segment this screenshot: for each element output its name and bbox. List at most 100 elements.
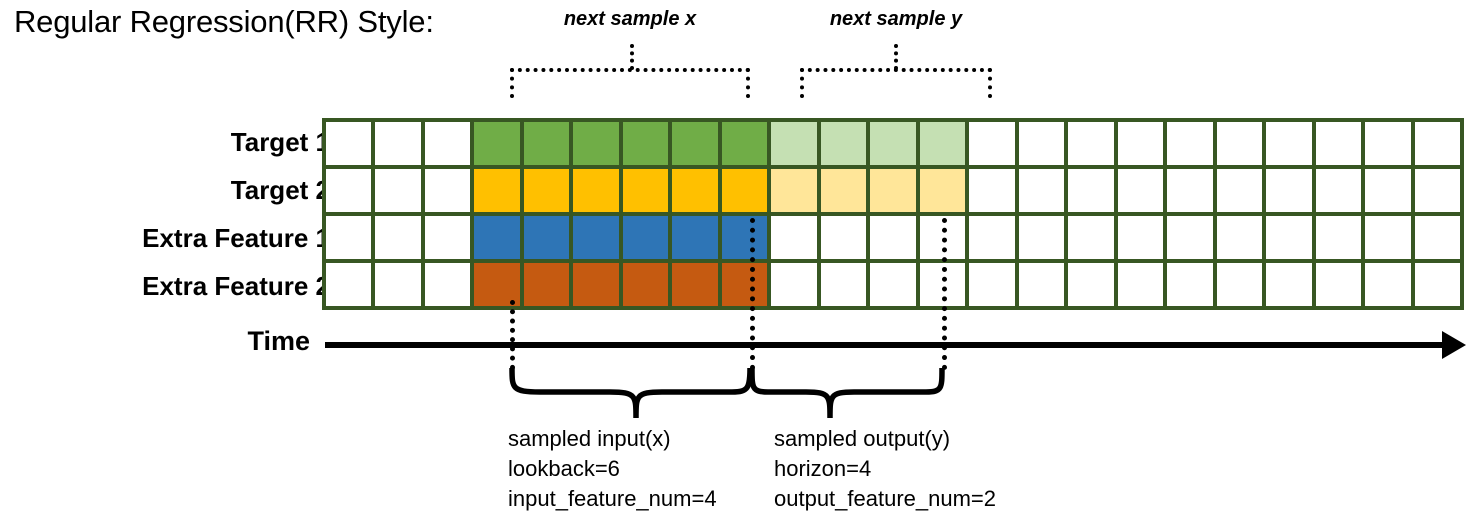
grid-cell-empty: [1266, 169, 1312, 212]
grid-cell-input: [573, 122, 619, 165]
grid-cell-empty: [1216, 216, 1263, 259]
grid-cell-input: [573, 169, 619, 212]
grid-cell-input: [523, 122, 570, 165]
grid-cell-input: [672, 263, 718, 306]
grid-cell-input: [721, 122, 768, 165]
timeseries-grid: [322, 118, 1464, 310]
grid-cell-empty: [1365, 169, 1411, 212]
grid-cell-empty: [1018, 169, 1065, 212]
grid-cell-input: [474, 122, 520, 165]
grid-cell-empty: [870, 263, 916, 306]
grid-cell-empty: [820, 216, 867, 259]
grid-cell-input: [672, 122, 718, 165]
grid-cell-input: [721, 216, 768, 259]
grid-cell-empty: [1068, 169, 1114, 212]
grid-cell-empty: [1266, 263, 1312, 306]
grid-cell-empty: [326, 169, 372, 212]
grid-cell-empty: [326, 122, 372, 165]
grid-cell-input: [721, 169, 768, 212]
sampled-input-caption: sampled input(x) lookback=6 input_featur…: [508, 424, 717, 514]
grid-cell-output: [870, 122, 916, 165]
grid-cell-empty: [1414, 169, 1460, 212]
grid-cell-empty: [969, 263, 1015, 306]
grid-cell-empty: [1117, 169, 1164, 212]
next-sample-x-brace-shape: [510, 68, 750, 98]
grid-cell-empty: [1365, 122, 1411, 165]
sampled-input-feature-num: input_feature_num=4: [508, 486, 717, 511]
grid-cell-empty: [375, 122, 421, 165]
grid-cell-input: [474, 169, 520, 212]
grid-cell-empty: [1414, 216, 1460, 259]
grid-cell-empty: [1117, 122, 1164, 165]
grid-cell-output: [820, 122, 867, 165]
grid-cell-empty: [1315, 122, 1362, 165]
grid-cell-input: [622, 216, 669, 259]
grid-cell-empty: [1167, 122, 1213, 165]
grid-cell-empty: [1167, 263, 1213, 306]
sampled-output-feature-num: output_feature_num=2: [774, 486, 997, 511]
grid-cell-input: [721, 263, 768, 306]
grid-cell-empty: [1315, 169, 1362, 212]
grid-cell-empty: [375, 169, 421, 212]
row-label-target-2: Target 2: [230, 175, 330, 205]
grid-cell-output: [771, 169, 817, 212]
grid-cell-empty: [424, 216, 471, 259]
next-sample-y-brace-shape: [800, 68, 992, 98]
grid-cell-empty: [375, 216, 421, 259]
grid-cell-empty: [1167, 216, 1213, 259]
grid-cell-empty: [1414, 263, 1460, 306]
grid-cell-input: [474, 216, 520, 259]
grid-cell-empty: [1167, 169, 1213, 212]
grid-cell-empty: [1018, 216, 1065, 259]
time-axis-arrow-icon: [1442, 331, 1466, 359]
grid-cell-input: [573, 216, 619, 259]
grid-cell-empty: [326, 216, 372, 259]
grid-cell-empty: [1018, 122, 1065, 165]
grid-cell-output: [919, 169, 966, 212]
sampled-output-title: sampled output(y): [774, 426, 951, 451]
row-label-target-1: Target 1: [230, 127, 330, 157]
sampled-output-caption: sampled output(y) horizon=4 output_featu…: [774, 424, 996, 514]
grid-cell-empty: [1068, 216, 1114, 259]
grid-cell-empty: [375, 263, 421, 306]
grid-cell-empty: [1414, 122, 1460, 165]
next-sample-x-brace: [510, 68, 750, 98]
row-label-extra-feature-2: Extra Feature 2: [142, 271, 330, 301]
time-axis-label: Time: [247, 326, 310, 356]
grid-cell-empty: [424, 169, 471, 212]
next-sample-x-brace-tick: [630, 44, 634, 70]
output-end-dashed-line: [942, 218, 947, 370]
grid-cell-input: [672, 216, 718, 259]
grid-cell-output: [771, 122, 817, 165]
grid-cell-output: [919, 122, 966, 165]
next-sample-y-brace-tick: [894, 44, 898, 70]
sampled-input-lookback: lookback=6: [508, 456, 620, 481]
bottom-braces: [509, 367, 945, 419]
next-sample-y-brace: [800, 68, 992, 98]
grid-cell-empty: [424, 263, 471, 306]
page-title: Regular Regression(RR) Style:: [14, 4, 434, 39]
grid-cell-empty: [870, 216, 916, 259]
grid-cell-empty: [969, 216, 1015, 259]
grid-cell-empty: [1068, 263, 1114, 306]
grid-cell-empty: [1315, 263, 1362, 306]
grid-cell-empty: [326, 263, 372, 306]
grid-cell-input: [622, 122, 669, 165]
grid-cell-empty: [1117, 263, 1164, 306]
input-start-dashed-line: [510, 300, 515, 370]
grid-cell-input: [523, 169, 570, 212]
grid-cell-empty: [1365, 263, 1411, 306]
grid-cell-empty: [1117, 216, 1164, 259]
grid-cell-empty: [820, 263, 867, 306]
grid-cell-input: [672, 169, 718, 212]
grid-cell-empty: [1216, 169, 1263, 212]
grid-cell-input: [622, 169, 669, 212]
grid-cell-empty: [1068, 122, 1114, 165]
grid-cell-empty: [969, 122, 1015, 165]
sampled-output-horizon: horizon=4: [774, 456, 872, 481]
grid-cell-empty: [1266, 122, 1312, 165]
grid-cell-empty: [424, 122, 471, 165]
sampled-input-brace-shape: [509, 367, 753, 419]
row-label-extra-feature-1: Extra Feature 1: [142, 223, 330, 253]
grid-cell-empty: [771, 263, 817, 306]
